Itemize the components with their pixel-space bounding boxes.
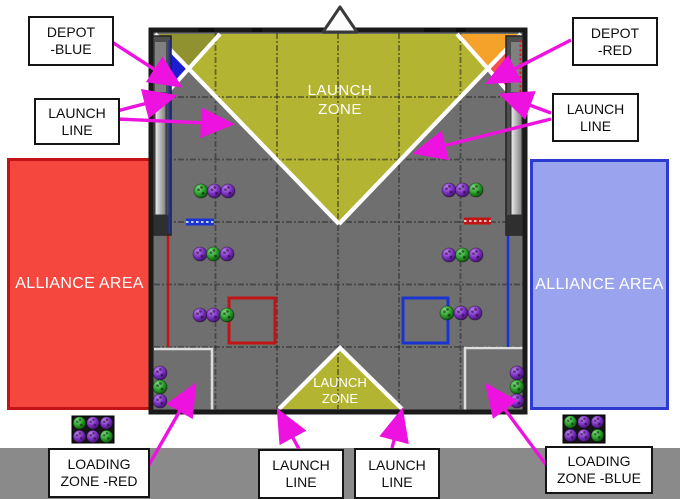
balls-layer: [71, 182, 606, 444]
ball-purple: [441, 182, 457, 198]
ball-purple: [590, 415, 605, 429]
ball-green: [99, 429, 114, 444]
ball-green: [72, 416, 87, 430]
ball-purple: [220, 183, 236, 199]
ball-purple: [577, 415, 591, 429]
ball-purple: [509, 365, 525, 381]
wall-clamps: [198, 28, 466, 32]
ball-purple: [468, 247, 484, 263]
ball-purple: [152, 393, 168, 409]
loading-zone-blue-label: LOADING ZONE -BLUE: [545, 446, 653, 494]
ball-purple: [99, 416, 114, 430]
ball-purple: [86, 416, 100, 430]
ball-purple: [86, 429, 100, 444]
ball-green: [439, 305, 455, 321]
right-wall-tube: [505, 35, 526, 236]
alliance-area-blue-label: ALLIANCE AREA: [535, 275, 664, 293]
ball-green: [468, 182, 484, 198]
alliance-area-red-label: ALLIANCE AREA: [15, 275, 144, 292]
ball-purple: [453, 305, 469, 321]
blue-square: [401, 296, 450, 345]
ball-green: [219, 307, 235, 323]
ball-purple: [192, 307, 208, 323]
loading-zone-red-label: LOADING ZONE -RED: [48, 448, 150, 498]
launch-zone-bottom-triangle: [279, 348, 402, 409]
depot-red-label: DEPOT -RED: [572, 17, 658, 66]
ball-green: [590, 428, 605, 443]
ball-green: [563, 415, 578, 429]
depot-blue-label: DEPOT -BLUE: [28, 16, 114, 66]
ball-purple: [455, 182, 470, 198]
ball-purple: [72, 429, 87, 444]
ball-purple: [152, 365, 168, 381]
ball-purple: [207, 183, 222, 199]
top-goal-triangle: [321, 5, 359, 34]
ball-purple: [509, 393, 525, 409]
launch-line-label-bottom-right: LAUNCH LINE: [354, 448, 440, 499]
ball-purple: [219, 246, 235, 262]
ball-purple: [206, 307, 221, 323]
ball-green: [509, 379, 525, 395]
ball-green: [193, 183, 209, 199]
loading-zone-lines: [154, 346, 523, 410]
ball-green: [206, 246, 221, 262]
ball-purple: [577, 428, 591, 443]
ball-purple: [467, 305, 483, 321]
left-wall-tube: [151, 35, 172, 236]
launch-line-label-left: LAUNCH LINE: [34, 98, 120, 145]
launch-line-label-right: LAUNCH LINE: [552, 93, 639, 142]
launch-line-label-bottom-left: LAUNCH LINE: [258, 449, 344, 499]
ball-purple: [441, 247, 457, 263]
ball-purple: [563, 428, 578, 443]
ball-purple: [192, 246, 208, 262]
ball-green: [455, 247, 470, 263]
launch-zone-top-text: LAUNCH ZONE: [307, 82, 373, 118]
alliance-area-blue: ALLIANCE AREA: [530, 159, 669, 410]
launch-zone-bottom-text: LAUNCH ZONE: [313, 375, 367, 406]
alliance-area-red: ALLIANCE AREA: [7, 158, 152, 410]
ball-green: [152, 379, 168, 395]
